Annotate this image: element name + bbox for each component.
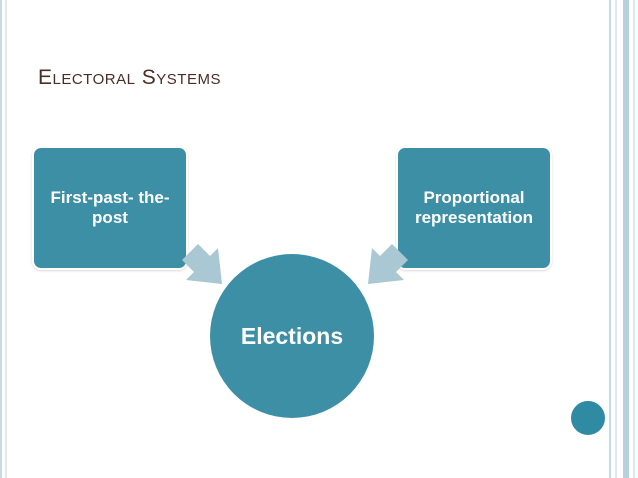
arrow-down-right-icon	[182, 244, 222, 284]
proportional-representation-label: Proportional representation	[414, 188, 534, 227]
arrow-down-left-icon	[368, 244, 408, 284]
elections-label: Elections	[240, 322, 344, 349]
slide-title: Electoral Systems	[38, 66, 221, 89]
elections-circle: Elections	[210, 254, 374, 418]
first-past-the-post-box: First-past- the-post	[32, 146, 188, 270]
proportional-representation-box: Proportional representation	[396, 146, 552, 270]
accent-dot	[569, 399, 607, 437]
first-past-the-post-label: First-past- the-post	[50, 188, 170, 227]
